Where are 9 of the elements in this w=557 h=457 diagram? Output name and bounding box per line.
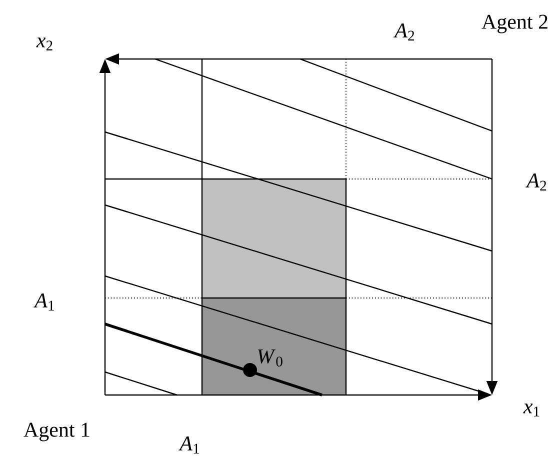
axis-label: x$_{2}$ [36, 38, 52, 50]
axis-label: x$_{1}$ [523, 404, 540, 416]
axis-label: A$_{2}$ [393, 24, 414, 40]
axis-label: A$_{1}$ [33, 294, 54, 310]
axis-label: W$_{0}$ [258, 349, 282, 366]
axis-label: Agent 1 [24, 422, 90, 442]
axis-label: A$_{1}$ [178, 436, 199, 454]
axis-label: A$_{2}$ [525, 174, 546, 190]
axis-label: Agent 2 [482, 14, 548, 34]
